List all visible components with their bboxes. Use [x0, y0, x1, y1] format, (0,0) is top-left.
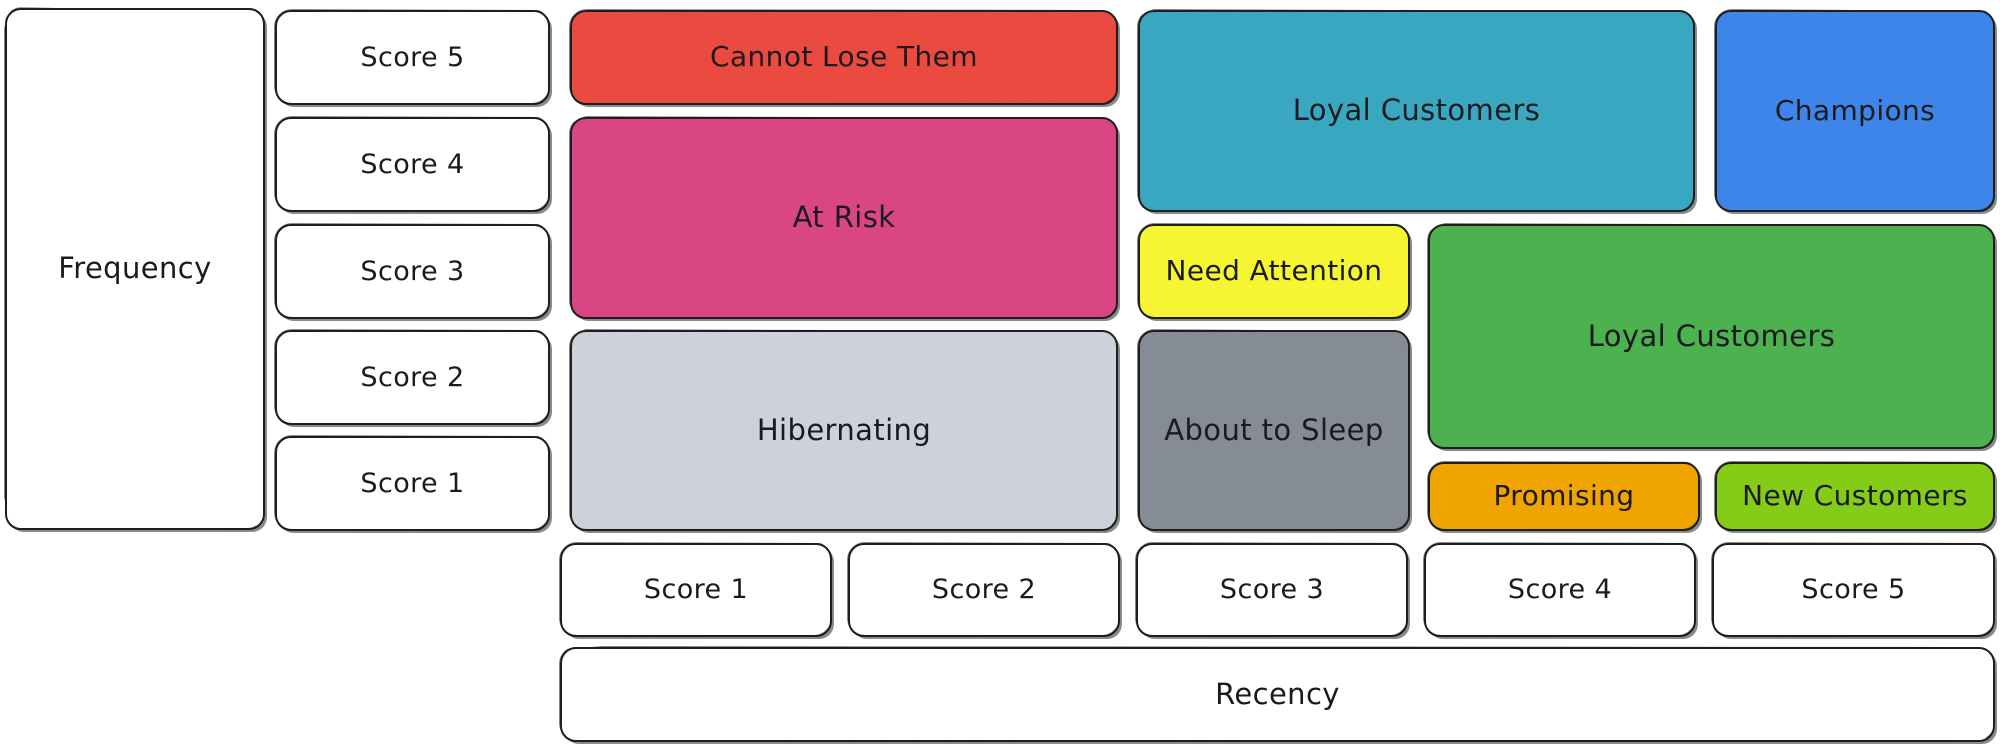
segment-about-to-sleep[interactable]: About to Sleep — [1138, 330, 1410, 531]
frequency-axis-label-text: Frequency — [58, 251, 212, 286]
segment-at-risk-label: At Risk — [792, 200, 896, 235]
segment-hibernating[interactable]: Hibernating — [570, 330, 1118, 531]
segment-hibernating-label: Hibernating — [756, 412, 932, 447]
segment-promising-label: Promising — [1493, 479, 1635, 513]
frequency-score-1-label: Score 1 — [360, 467, 465, 499]
frequency-score-3-label: Score 3 — [360, 255, 465, 287]
frequency-score-2[interactable]: Score 2 — [275, 330, 550, 425]
frequency-score-4[interactable]: Score 4 — [275, 117, 550, 212]
recency-score-2[interactable]: Score 2 — [848, 543, 1120, 637]
frequency-score-3[interactable]: Score 3 — [275, 224, 550, 319]
recency-score-5[interactable]: Score 5 — [1712, 543, 1995, 637]
segment-cannot-lose-them[interactable]: Cannot Lose Them — [570, 10, 1118, 105]
segment-about-to-sleep-label: About to Sleep — [1164, 412, 1384, 447]
recency-score-3[interactable]: Score 3 — [1136, 543, 1408, 637]
frequency-score-1[interactable]: Score 1 — [275, 436, 550, 531]
recency-axis-label: Recency — [560, 647, 1995, 742]
recency-score-1[interactable]: Score 1 — [560, 543, 832, 637]
recency-score-1-label: Score 1 — [643, 574, 749, 606]
segment-promising[interactable]: Promising — [1428, 462, 1700, 531]
segment-at-risk[interactable]: At Risk — [570, 117, 1118, 319]
frequency-score-5-label: Score 5 — [360, 41, 465, 73]
recency-score-4[interactable]: Score 4 — [1424, 543, 1696, 637]
frequency-score-2-label: Score 2 — [360, 361, 465, 393]
segment-need-attention[interactable]: Need Attention — [1138, 224, 1410, 319]
segment-loyal-customers-teal[interactable]: Loyal Customers — [1138, 10, 1695, 212]
frequency-axis-label: Frequency — [5, 8, 265, 530]
segment-cannot-lose-them-label: Cannot Lose Them — [710, 40, 978, 74]
segment-new-customers-label: New Customers — [1742, 479, 1968, 513]
recency-score-4-label: Score 4 — [1507, 574, 1613, 606]
segment-need-attention-label: Need Attention — [1165, 254, 1383, 288]
segment-loyal-customers-green-label: Loyal Customers — [1587, 318, 1836, 353]
recency-score-2-label: Score 2 — [931, 574, 1037, 606]
segment-champions-label: Champions — [1774, 93, 1936, 127]
segment-loyal-customers-teal-label: Loyal Customers — [1292, 93, 1541, 128]
recency-score-5-label: Score 5 — [1801, 574, 1906, 606]
segment-champions[interactable]: Champions — [1715, 10, 1995, 212]
frequency-score-5[interactable]: Score 5 — [275, 10, 550, 105]
segment-loyal-customers-green[interactable]: Loyal Customers — [1428, 224, 1995, 449]
recency-score-3-label: Score 3 — [1219, 574, 1325, 606]
recency-axis-label-text: Recency — [1215, 676, 1340, 711]
frequency-score-4-label: Score 4 — [360, 148, 465, 180]
segment-new-customers[interactable]: New Customers — [1715, 462, 1995, 531]
